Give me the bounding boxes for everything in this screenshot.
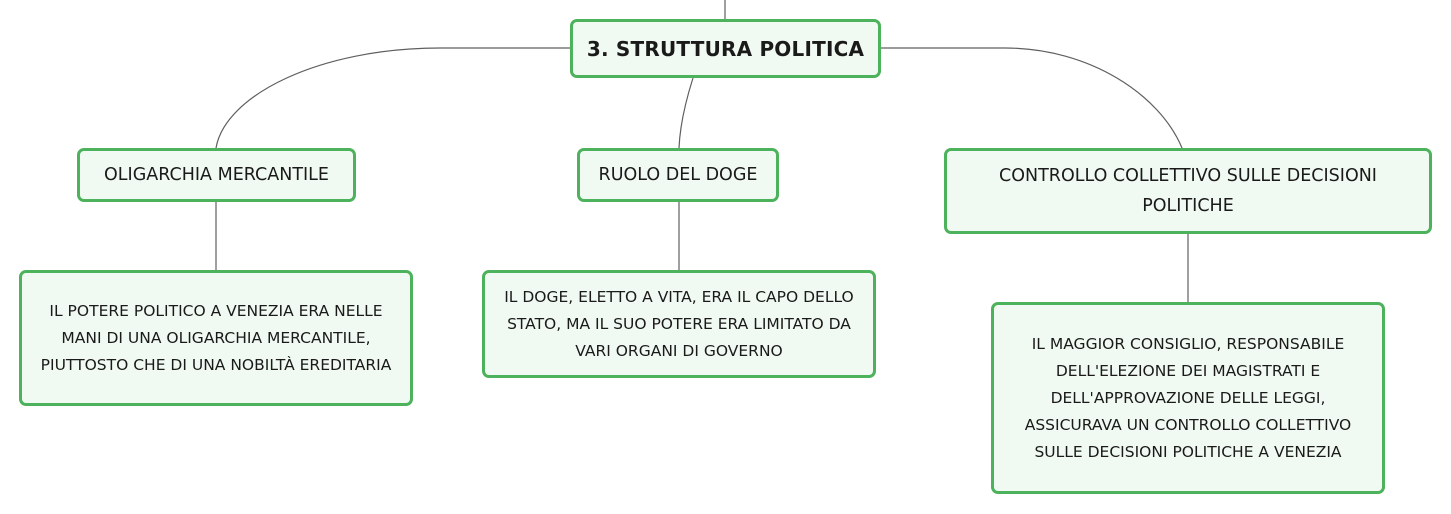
connector-root-controllo	[881, 47, 1183, 149]
subtopic-controllo-collettivo[interactable]: CONTROLLO COLLETTIVO SULLE DECISIONI POL…	[944, 148, 1432, 234]
detail-text: IL MAGGIOR CONSIGLIO, RESPONSABILE DELL'…	[1024, 334, 1352, 461]
subtopic-oligarchia-mercantile[interactable]: OLIGARCHIA MERCANTILE	[77, 148, 356, 202]
detail-ruolo-del-doge[interactable]: IL DOGE, ELETTO A VITA, ERA IL CAPO DELL…	[482, 270, 876, 378]
connector-root-oligarchia	[215, 47, 570, 149]
detail-text: IL POTERE POLITICO A VENEZIA ERA NELLE M…	[40, 301, 392, 374]
subtopic-label: OLIGARCHIA MERCANTILE	[104, 165, 329, 185]
subtopic-label: CONTROLLO COLLETTIVO SULLE DECISIONI POL…	[999, 166, 1377, 216]
detail-text: IL DOGE, ELETTO A VITA, ERA IL CAPO DELL…	[504, 287, 854, 360]
detail-oligarchia-mercantile[interactable]: IL POTERE POLITICO A VENEZIA ERA NELLE M…	[19, 270, 413, 406]
connector-root-doge	[678, 77, 694, 149]
subtopic-ruolo-del-doge[interactable]: RUOLO DEL DOGE	[577, 148, 779, 202]
subtopic-label: RUOLO DEL DOGE	[598, 165, 758, 185]
topic-label: 3. STRUTTURA POLITICA	[586, 36, 865, 61]
detail-controllo-collettivo[interactable]: IL MAGGIOR CONSIGLIO, RESPONSABILE DELL'…	[991, 302, 1385, 494]
topic-struttura-politica[interactable]: 3. STRUTTURA POLITICA	[570, 19, 881, 78]
